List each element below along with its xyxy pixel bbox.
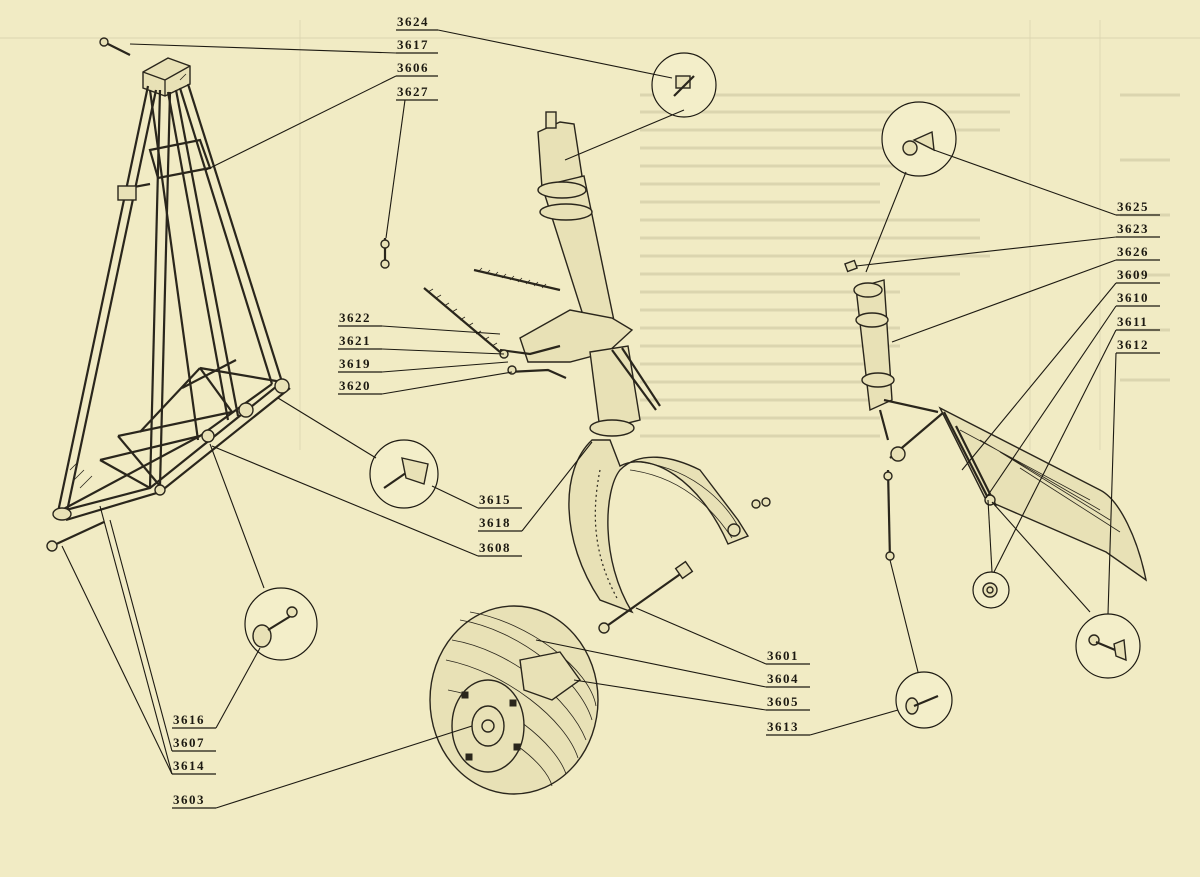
label-3624: 3624: [397, 14, 429, 29]
label-3616: 3616: [173, 712, 205, 727]
label-3613: 3613: [767, 719, 799, 734]
label-3603: 3603: [173, 792, 205, 807]
detail-circle-3616: [244, 587, 318, 661]
detail-circle-3611: [972, 571, 1010, 609]
label-3611: 3611: [1117, 314, 1148, 329]
label-3617: 3617: [397, 37, 429, 52]
label-3610: 3610: [1117, 290, 1149, 305]
label-3601: 3601: [767, 648, 799, 663]
detail-circle-3624: [651, 52, 717, 118]
oleo-strut: [380, 111, 771, 634]
label-3619: 3619: [339, 356, 371, 371]
detail-circle-3625: [881, 101, 957, 177]
label-3608: 3608: [479, 540, 511, 555]
label-3606: 3606: [397, 60, 429, 75]
label-3625: 3625: [1117, 199, 1149, 214]
label-3605: 3605: [767, 694, 799, 709]
label-3620: 3620: [339, 378, 371, 393]
label-3612: 3612: [1117, 337, 1149, 352]
label-3614: 3614: [173, 758, 205, 773]
label-3604: 3604: [767, 671, 799, 686]
label-3627: 3627: [397, 84, 429, 99]
main-wheel: [429, 605, 599, 795]
detail-circle-3612: [1075, 613, 1141, 679]
detail-circle-3615: [369, 439, 439, 509]
tripod-frame: [46, 37, 291, 552]
label-3607: 3607: [173, 735, 205, 750]
label-3615: 3615: [479, 492, 511, 507]
tail-assembly: [844, 259, 1148, 582]
label-3626: 3626: [1117, 244, 1149, 259]
label-3609: 3609: [1117, 267, 1149, 282]
label-3623: 3623: [1117, 221, 1149, 236]
detail-circle-3613: [895, 671, 953, 729]
label-3618: 3618: [479, 515, 511, 530]
label-3621: 3621: [339, 333, 371, 348]
callout-leaders: [61, 29, 1160, 809]
part-number-labels: 3624 3617 3606 3627 3625 3623 3626 3609 …: [173, 14, 1149, 807]
label-3622: 3622: [339, 310, 371, 325]
